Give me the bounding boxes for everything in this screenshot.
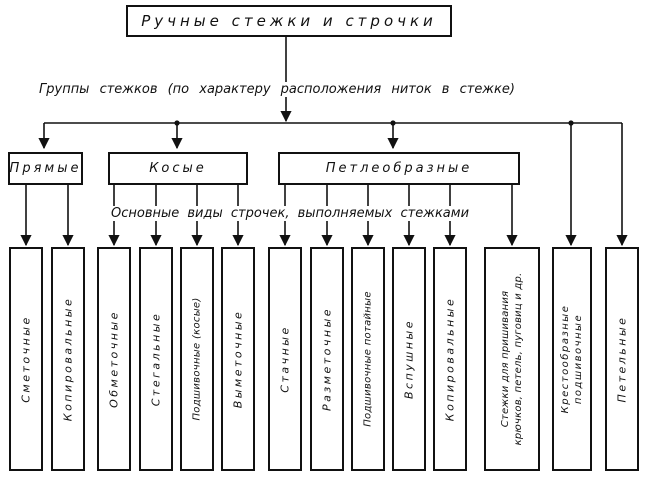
types-caption: Основные виды строчек, выполняемых стежк…: [108, 206, 473, 221]
diagram-title-box: Ручные стежки и строчки: [126, 5, 452, 37]
stitch-label-line: Крестообразные: [560, 304, 571, 414]
stitch-box-copying-loop: Копировальные: [433, 247, 467, 471]
stitch-label: Копировальные: [61, 296, 75, 422]
stitch-box-copying: Копировальные: [51, 247, 85, 471]
stitch-box-edge-basting: Выметочные: [221, 247, 255, 471]
stitch-label-line: Стежки для пришивания: [500, 290, 511, 428]
stitch-label: Подшивочные (косые): [191, 297, 203, 421]
stitch-box-cross: Крестообразные подшивочные: [552, 247, 592, 471]
stitch-label: Копировальные: [443, 296, 457, 422]
stitch-label-line: крючков, петель, пуговиц и др.: [513, 272, 524, 446]
groups-caption: Группы стежков (по характеру расположени…: [36, 82, 518, 97]
stitch-label: Стежки для пришивания крючков, петель, п…: [499, 273, 525, 446]
stitch-box-hemming-oblique: Подшивочные (косые): [180, 247, 214, 471]
stitch-box-basting: Сметочные: [9, 247, 43, 471]
stitch-label: Обметочные: [107, 310, 121, 408]
stitch-label: Разметочные: [320, 306, 334, 412]
group-label-oblique: Косые: [149, 161, 207, 176]
stitch-label: Петельные: [615, 315, 629, 403]
stitch-box-blind-hemming: Подшивочные потайные: [351, 247, 385, 471]
stitch-label: Стегальные: [149, 311, 163, 407]
stitch-box-buttonhole: Петельные: [605, 247, 639, 471]
stitch-box-overcasting: Обметочные: [97, 247, 131, 471]
group-label-loop: Петлеобразные: [325, 161, 473, 176]
stitch-label: Сметочные: [19, 315, 33, 403]
stitch-label: Стачные: [278, 325, 292, 393]
stitch-box-quilting: Стегальные: [139, 247, 173, 471]
junction-dot: [390, 120, 396, 126]
stitch-label: Подшивочные потайные: [362, 291, 374, 427]
stitch-box-fluffing: Вспушные: [392, 247, 426, 471]
stitch-label: Крестообразные подшивочные: [559, 305, 585, 414]
stitch-label: Вспушные: [402, 318, 416, 400]
group-box-loop: Петлеобразные: [278, 152, 520, 185]
group-box-straight: Прямые: [8, 152, 83, 185]
stitch-label-line: подшивочные: [573, 313, 584, 405]
stitch-box-seaming: Стачные: [268, 247, 302, 471]
stitch-box-sewing-on: Стежки для пришивания крючков, петель, п…: [484, 247, 540, 471]
diagram-title: Ручные стежки и строчки: [141, 12, 437, 30]
group-box-oblique: Косые: [108, 152, 248, 185]
stitch-label: Выметочные: [231, 309, 245, 409]
junction-dot: [174, 120, 180, 126]
stitch-box-marking: Разметочные: [310, 247, 344, 471]
junction-dot: [568, 120, 574, 126]
group-label-straight: Прямые: [9, 161, 82, 176]
